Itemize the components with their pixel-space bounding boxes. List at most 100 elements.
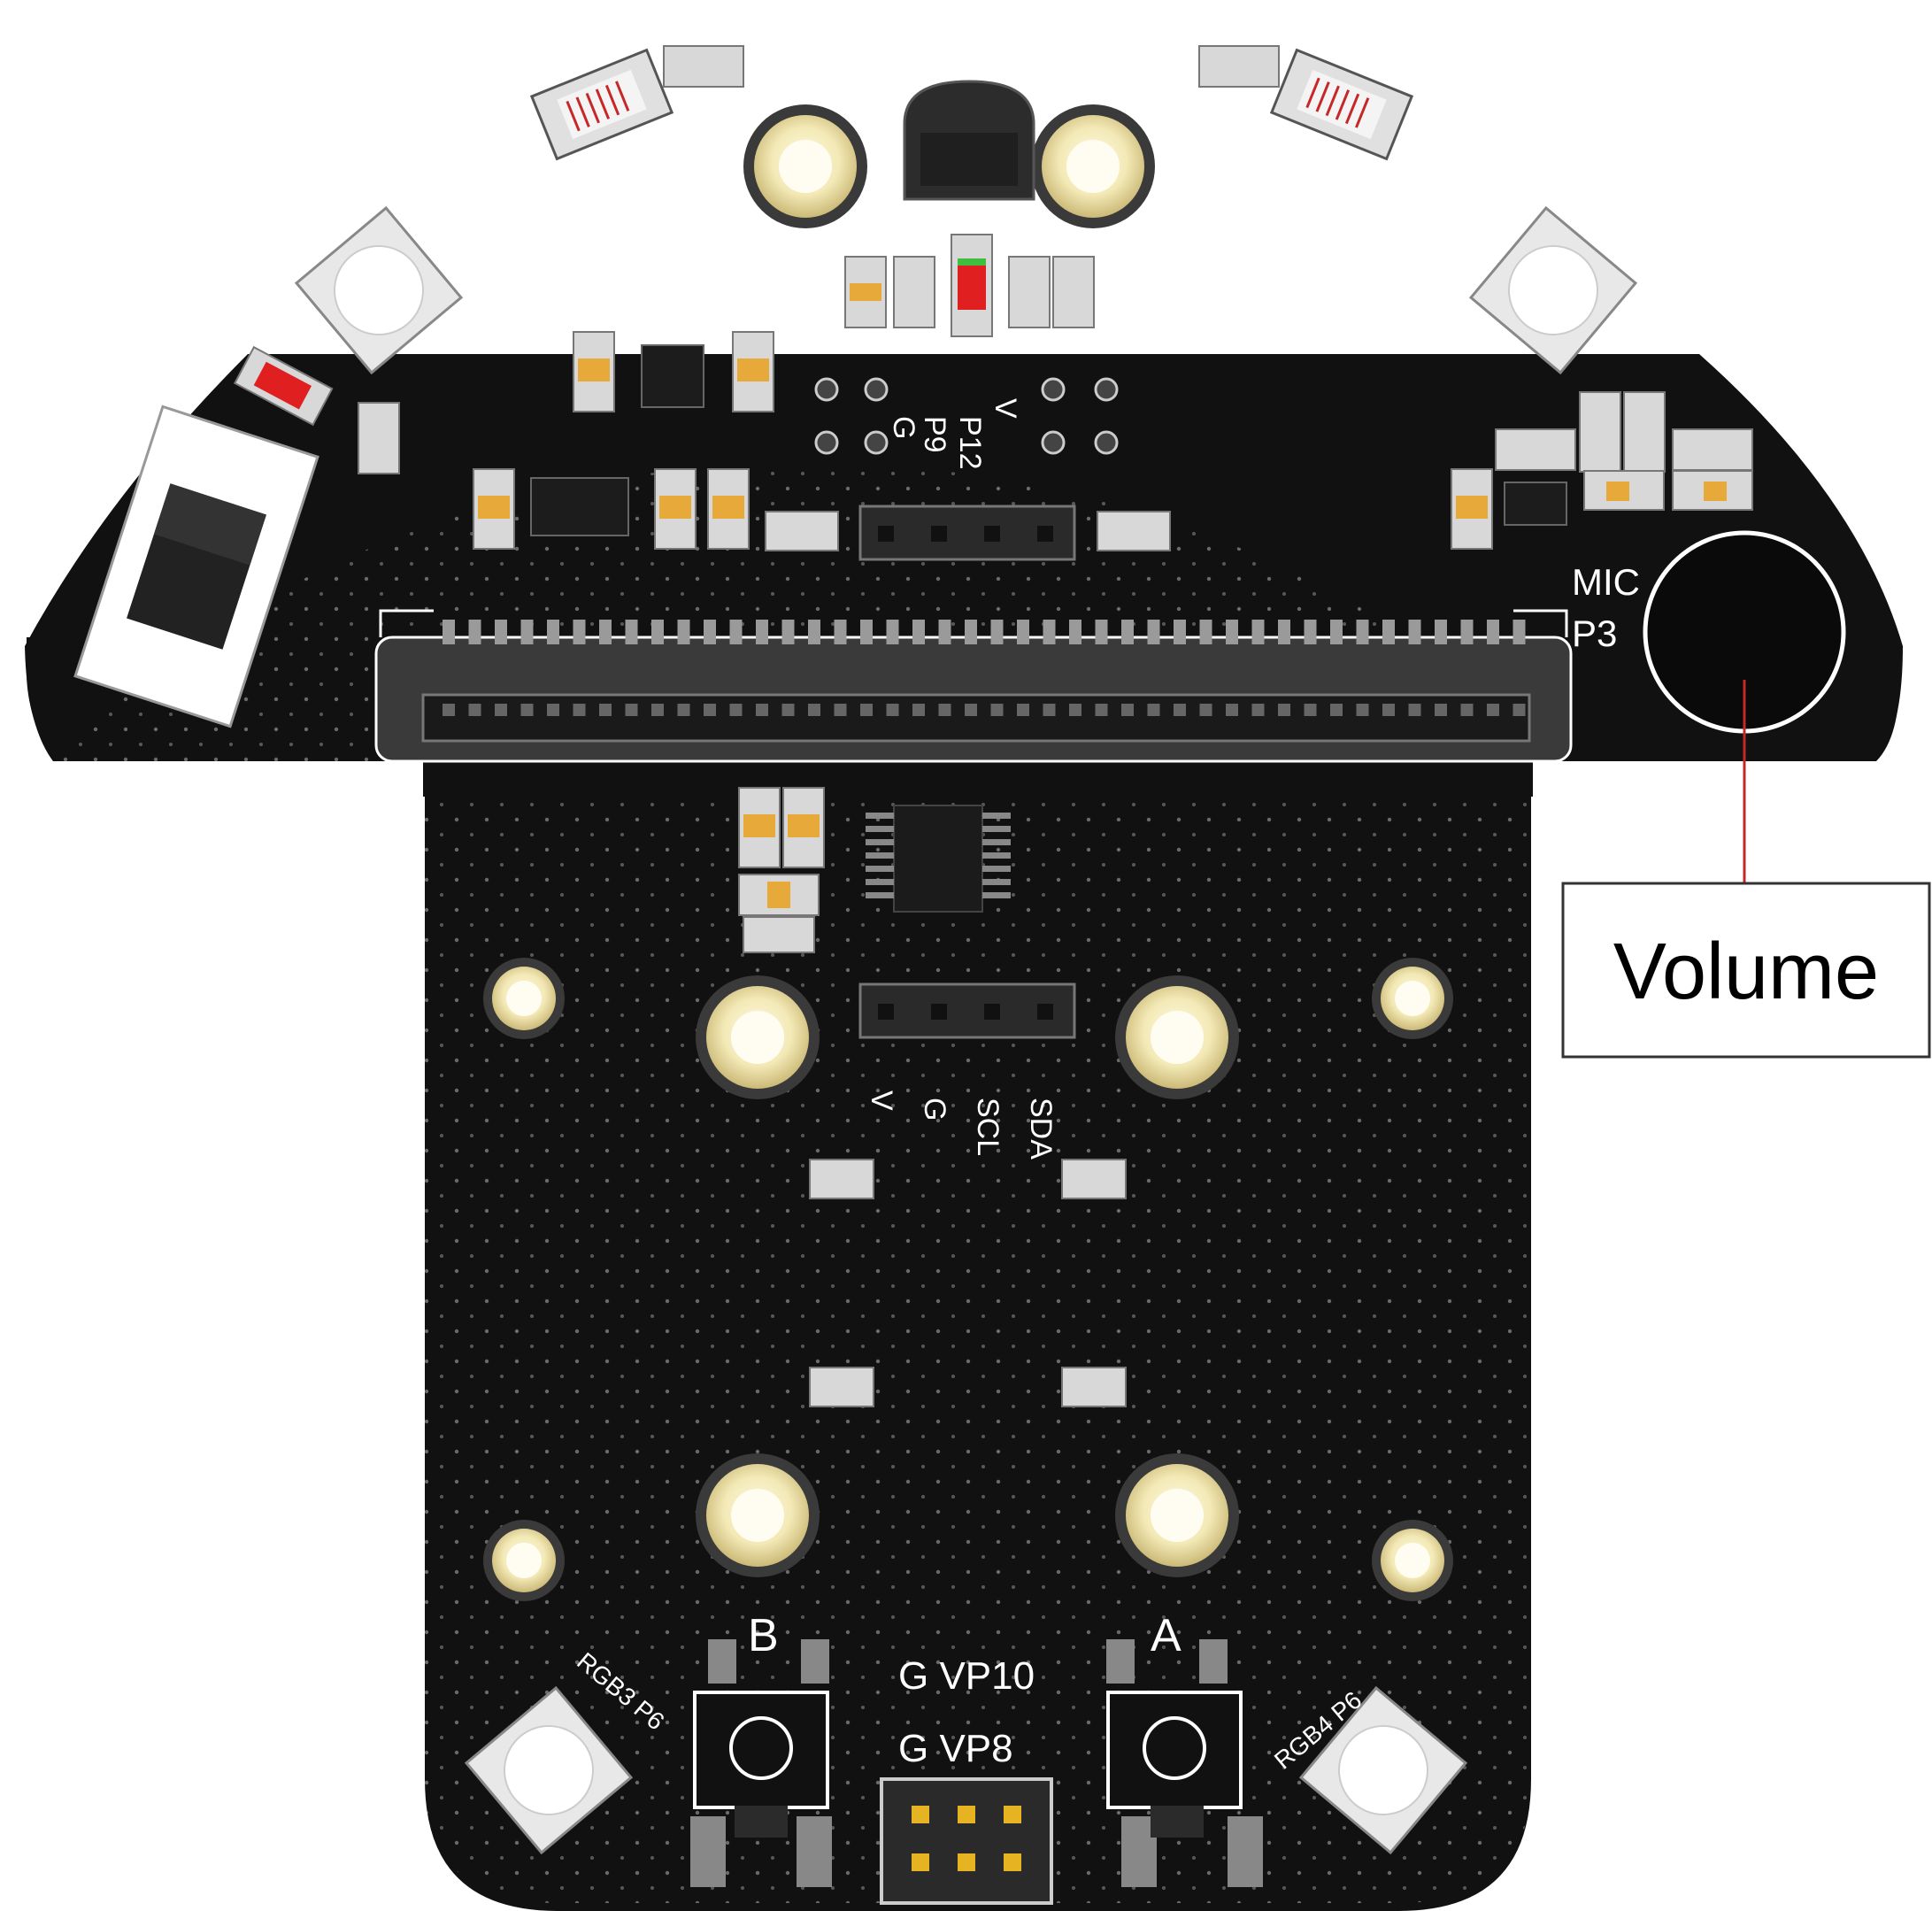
connector-pin — [625, 704, 638, 716]
connector-pin — [1174, 620, 1186, 644]
label-g-bottom: G — [918, 1098, 951, 1121]
rgb3-led — [464, 1685, 634, 1855]
connector-pin — [1460, 620, 1474, 644]
main-ic — [866, 805, 1011, 913]
connector-pin — [1174, 704, 1186, 716]
connector-pin — [834, 620, 847, 644]
label-a: A — [1151, 1610, 1182, 1661]
header-i2c — [858, 982, 1076, 1039]
connector-pin — [468, 704, 481, 716]
connector-pin — [1487, 704, 1499, 716]
label-p9: P9 — [918, 416, 951, 453]
connector-pin — [1435, 620, 1447, 644]
label-ir-p7: IR P7 — [919, 37, 998, 73]
label-g-vp10: G VP10 — [898, 1654, 1035, 1698]
connector-pin — [573, 620, 586, 644]
header-bottom — [880, 1777, 1053, 1905]
connector-pins — [443, 620, 1526, 716]
ir-receiver — [903, 80, 1035, 201]
connector-pin — [1251, 620, 1265, 644]
ldr-right — [1269, 48, 1414, 161]
connector-pin — [1330, 704, 1343, 716]
mount-pad-top-right — [1031, 104, 1155, 228]
connector-pin — [1226, 704, 1238, 716]
connector-pin — [1226, 620, 1238, 644]
connector-pin — [443, 620, 455, 644]
callout-box — [1561, 882, 1931, 1059]
power-switch — [73, 405, 319, 728]
connector-pin — [729, 704, 743, 716]
connector-pin — [1408, 704, 1421, 716]
connector-pin — [965, 704, 977, 716]
connector-pin — [1304, 620, 1317, 644]
status-led-top — [951, 234, 993, 337]
connector-pin — [1043, 620, 1056, 644]
label-g-vp8: G VP8 — [898, 1727, 1013, 1770]
rgb2-led — [294, 205, 464, 375]
mount-pad-mid-left — [696, 975, 820, 1099]
connector-pin — [1147, 704, 1160, 716]
connector-pin — [1356, 704, 1369, 716]
connector-pin — [495, 704, 507, 716]
connector-pin — [1408, 620, 1421, 644]
label-v-bottom: V — [865, 1090, 898, 1111]
mount-pad-mid-right — [1115, 975, 1239, 1099]
connector-pin — [1121, 704, 1134, 716]
connector-pin — [1460, 704, 1474, 716]
label-scl: SCL — [971, 1098, 1004, 1156]
header-top — [858, 505, 1076, 561]
connector-pin — [990, 620, 1004, 644]
connector-pin — [1069, 704, 1081, 716]
connector-pin — [1513, 704, 1526, 716]
connector-pin — [1199, 620, 1212, 644]
label-v-top: V — [989, 398, 1022, 419]
connector-pin — [860, 620, 873, 644]
connector-pin — [1382, 620, 1395, 644]
label-sda: SDA — [1024, 1098, 1058, 1160]
mount-pad-top-left — [743, 104, 867, 228]
connector-pin — [1330, 620, 1343, 644]
connector-pin — [1095, 620, 1108, 644]
connector-pin — [756, 620, 768, 644]
connector-pin — [886, 704, 899, 716]
label-mic: MIC — [1572, 561, 1640, 603]
rgb1-led — [1468, 205, 1638, 375]
mounting-pads — [483, 104, 1453, 1601]
connector-pin — [443, 704, 455, 716]
connector-pin — [651, 704, 664, 716]
connector-pin — [1513, 620, 1526, 644]
connector-pin — [990, 704, 1004, 716]
connector-pin — [704, 620, 716, 644]
label-p12: P12 — [953, 416, 987, 470]
connector-pin — [677, 620, 690, 644]
connector-pin — [520, 620, 534, 644]
connector-pin — [756, 704, 768, 716]
connector-pin — [651, 620, 664, 644]
connector-pin — [1278, 620, 1290, 644]
status-led-left — [233, 345, 334, 427]
connector-pin — [677, 704, 690, 716]
connector-pin — [808, 704, 820, 716]
connector-pin — [1251, 704, 1265, 716]
small-pad-right-1 — [1372, 958, 1453, 1039]
label-g-top: G — [887, 416, 920, 439]
edge-connector — [374, 609, 1573, 763]
connector-pin — [1435, 704, 1447, 716]
label-b: B — [748, 1610, 779, 1661]
connector-pin — [599, 620, 612, 644]
small-pad-right-2 — [1372, 1520, 1453, 1601]
connector-pin — [1069, 620, 1081, 644]
volume-callout: Volume — [1561, 680, 1931, 1059]
mount-pad-low-right — [1115, 1453, 1239, 1577]
pin-holes — [814, 377, 1119, 455]
connector-pin — [1382, 704, 1395, 716]
button-a — [1106, 1639, 1263, 1887]
ldr-left — [529, 48, 674, 161]
connector-pin — [808, 620, 820, 644]
connector-pin — [729, 620, 743, 644]
connector-pin — [1304, 704, 1317, 716]
connector-pin — [912, 704, 925, 716]
connector-pin — [965, 620, 977, 644]
rgb4-led — [1298, 1685, 1468, 1855]
connector-pin — [938, 620, 951, 644]
